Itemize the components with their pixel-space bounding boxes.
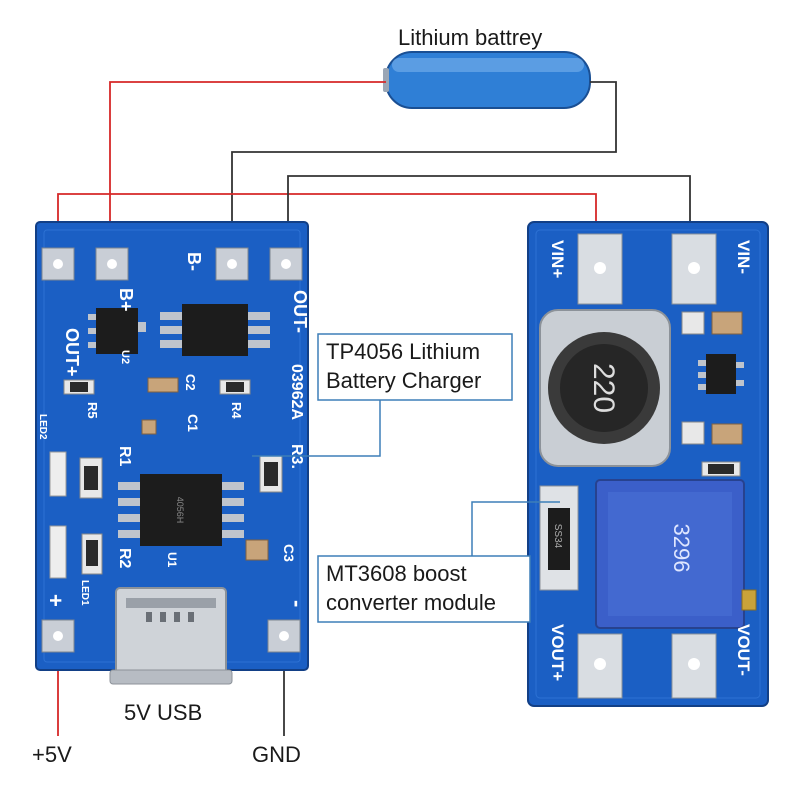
gnd-label: GND (252, 742, 301, 767)
silk-r1: R1 (116, 446, 133, 467)
silk-r4: R4 (229, 402, 244, 419)
pad-out-minus (269, 247, 303, 281)
silk-u1: U1 (165, 552, 179, 568)
silk-r2: R2 (116, 548, 133, 569)
silk-out-plus: OUT+ (62, 328, 82, 377)
silk-vin-plus: VIN+ (548, 240, 567, 278)
wire-battery-positive (109, 81, 386, 262)
silk-code: 03962A (288, 364, 305, 420)
chip-tp4056 (140, 474, 222, 546)
silk-b-minus: B- (184, 252, 204, 271)
silk-c3: C3 (281, 544, 297, 562)
silk-vout-minus: VOUT- (734, 624, 753, 676)
silk-in-minus: - (285, 600, 310, 607)
plus5v-label: +5V (32, 742, 72, 767)
silk-led2: LED2 (37, 414, 48, 440)
diode-marking: SS34 (552, 524, 563, 549)
wire-out-negative (287, 175, 691, 262)
callout-charger-line1: TP4056 Lithium (326, 339, 480, 364)
silk-led1: LED1 (79, 580, 90, 606)
tp4056-board: 4056H OUT+ B+ B- OUT- 03962A R3. R1 R2 R… (35, 221, 310, 685)
silk-c1: C1 (185, 414, 201, 432)
pad-b-plus (95, 247, 129, 281)
silk-u2: U2 (119, 350, 131, 364)
chip-u2 (96, 308, 138, 354)
callout-boost: MT3608 boost converter module (317, 501, 560, 623)
callout-charger-line2: Battery Charger (326, 368, 481, 393)
silk-in-plus: + (43, 594, 68, 607)
chip-mosfet (182, 304, 248, 356)
callout-boost-line1: MT3608 boost (326, 561, 467, 586)
callout-boost-line2: converter module (326, 590, 496, 615)
silk-b-plus: B+ (116, 288, 136, 312)
silk-vout-plus: VOUT+ (548, 624, 567, 681)
silk-c2: C2 (183, 374, 198, 391)
inductor-marking: 220 (587, 363, 620, 413)
silk-out-minus: OUT- (290, 290, 310, 333)
usb-label: 5V USB (124, 700, 202, 725)
mt3608-board: 220 SS34 3296 VIN+ VIN- VOUT+ VOUT- (527, 221, 769, 707)
led1 (49, 525, 67, 579)
pot-marking: 3296 (669, 524, 694, 573)
lithium-battery (383, 51, 591, 109)
wire-battery-negative (231, 81, 617, 262)
silk-r5: R5 (85, 402, 100, 419)
chip-mt3608 (706, 354, 736, 394)
battery-label: Lithium battrey (398, 25, 542, 50)
silk-vin-minus: VIN- (734, 240, 753, 274)
led2 (49, 451, 67, 497)
callout-charger: TP4056 Lithium Battery Charger (252, 333, 513, 457)
chip-marking: 4056H (175, 497, 185, 524)
